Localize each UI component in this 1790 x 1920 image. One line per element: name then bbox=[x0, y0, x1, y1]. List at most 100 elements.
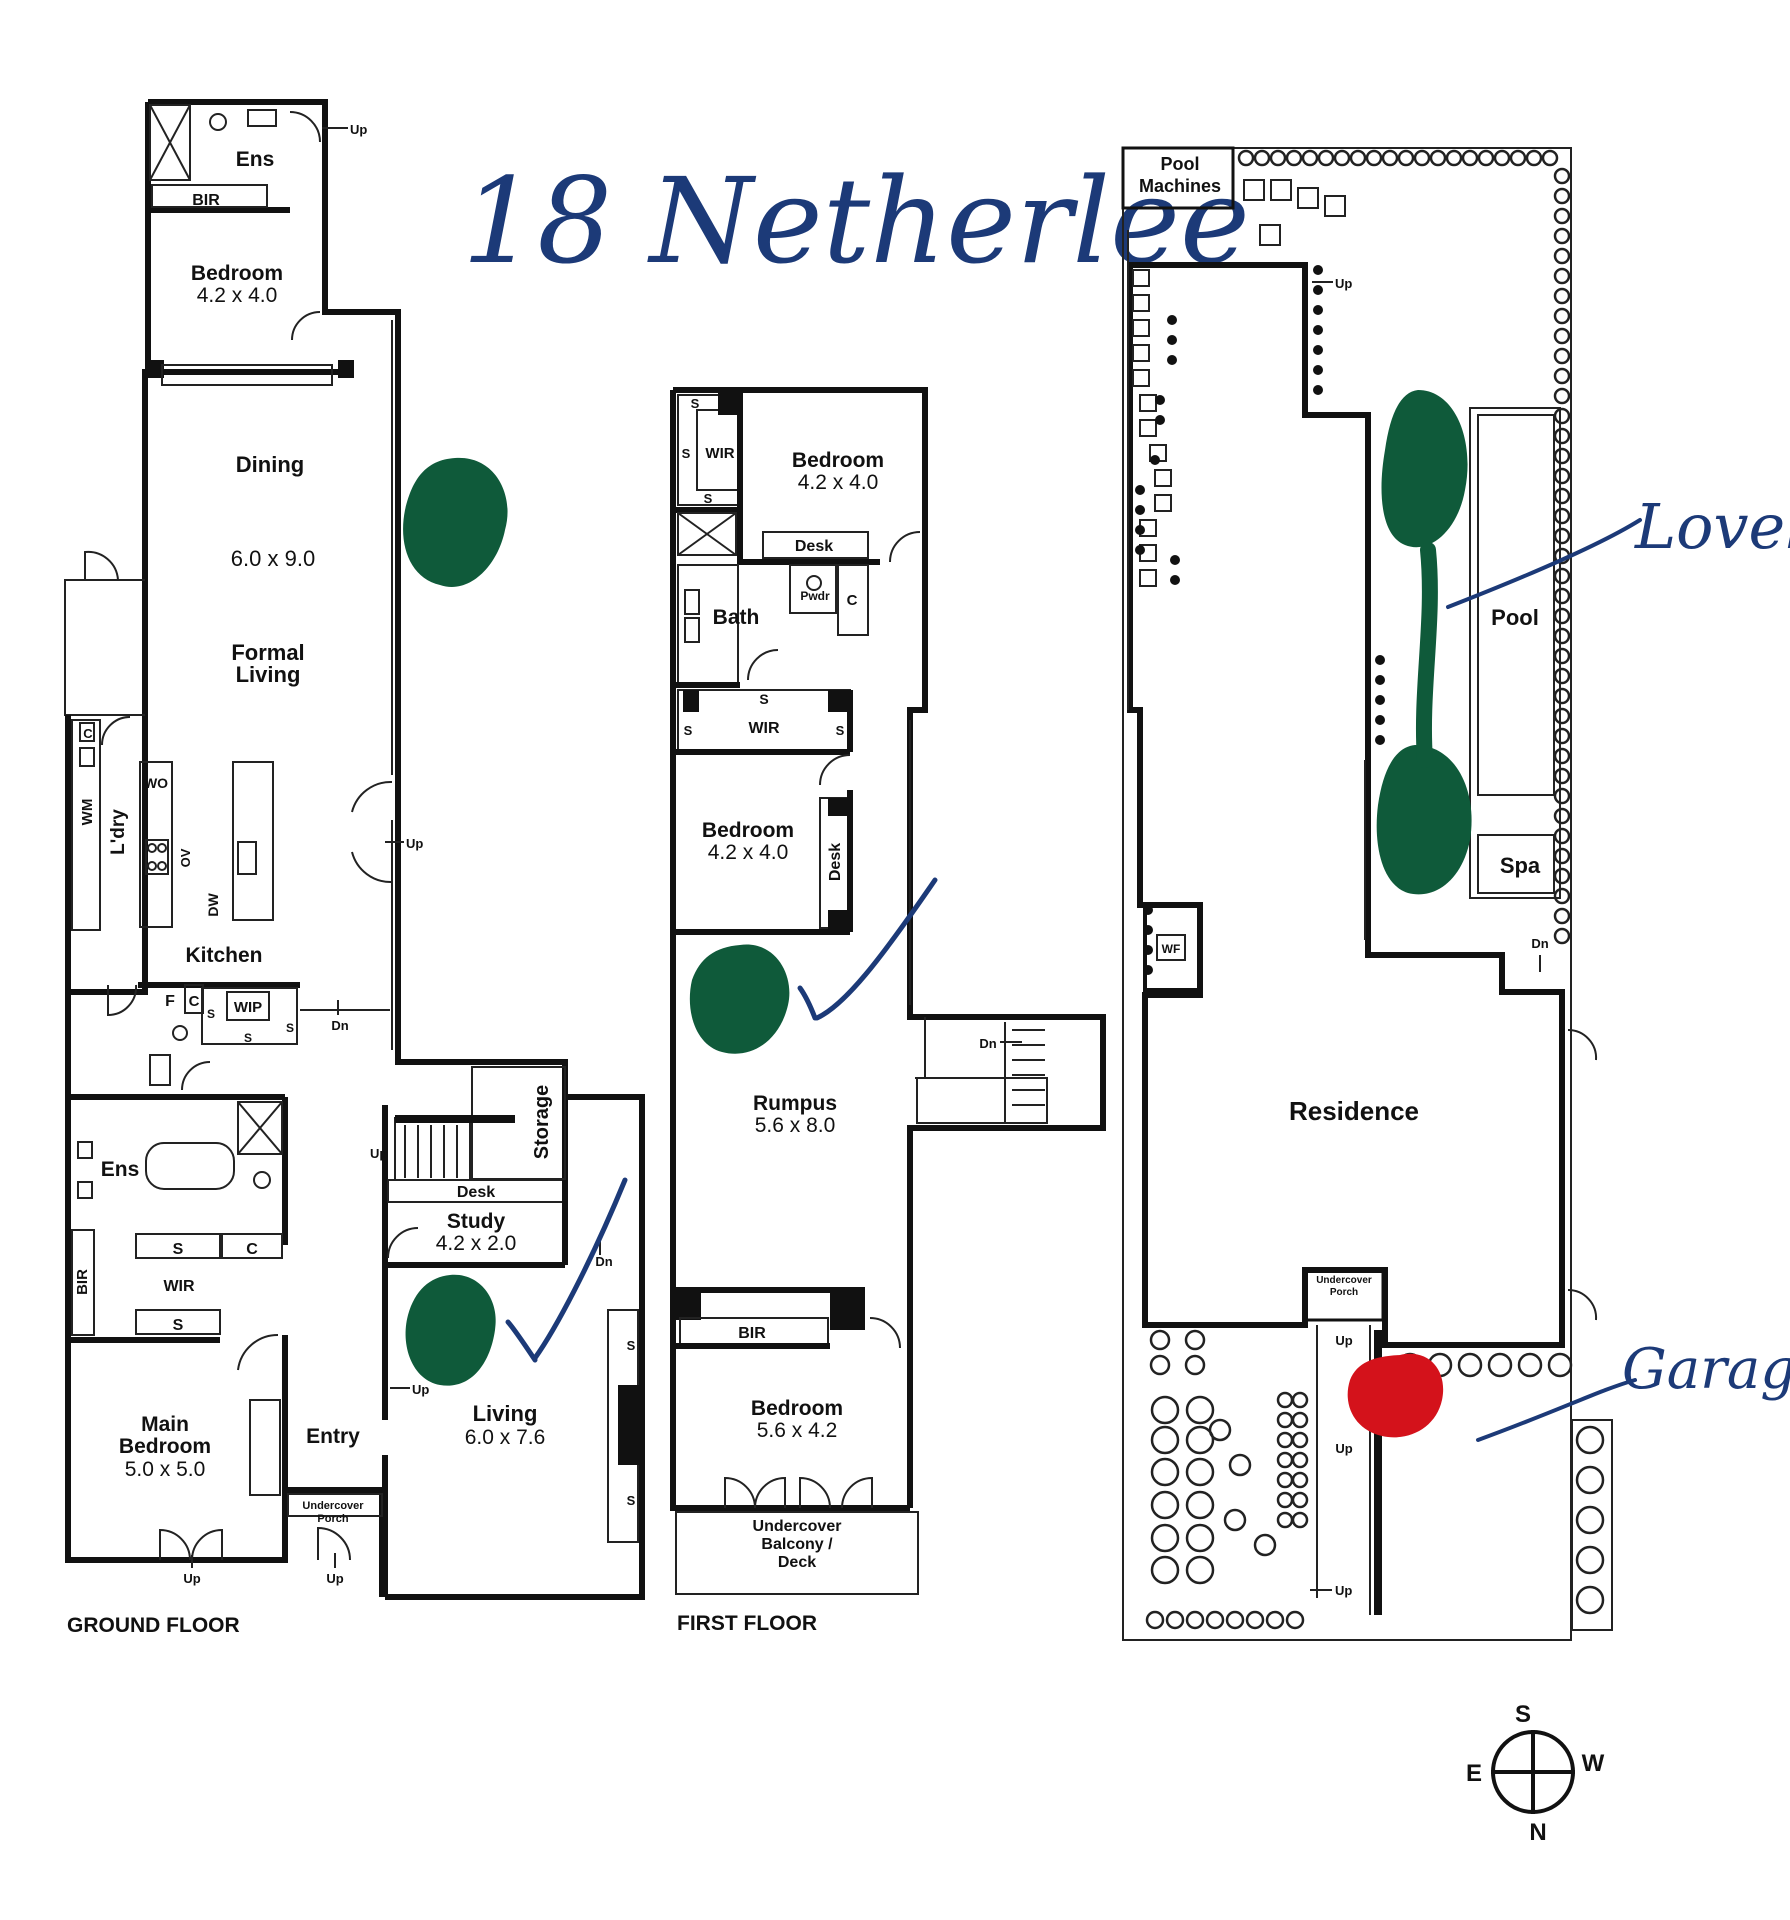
dishwasher-label: DW bbox=[205, 893, 221, 917]
up-main-label: Up bbox=[183, 1571, 200, 1586]
bath-label: Bath bbox=[713, 606, 760, 629]
bir-main-label: BIR bbox=[74, 1269, 91, 1295]
compass-e: E bbox=[1466, 1760, 1482, 1787]
main-shelf-1: S bbox=[173, 1241, 184, 1258]
bedroom2-dim: 4.2 x 4.0 bbox=[708, 841, 789, 864]
green-marker-dot-2 bbox=[689, 944, 790, 1054]
wir1-label: WIR bbox=[705, 445, 734, 462]
ground-floor-plan: Ens BIR Bedroom 4.2 x 4.0 Up Dining 6.0 … bbox=[64, 99, 645, 1637]
wir2-label: WIR bbox=[748, 720, 780, 737]
main-bedroom-label-2: Bedroom bbox=[119, 1435, 211, 1458]
first-floor-title: FIRST FLOOR bbox=[677, 1612, 817, 1635]
bedroom1-dim: 4.2 x 4.0 bbox=[798, 471, 879, 494]
pantry-shelf-b: S bbox=[244, 1031, 252, 1045]
compass: S E W N bbox=[1466, 1701, 1605, 1846]
compass-n: N bbox=[1529, 1819, 1546, 1846]
up-stair-label: Up bbox=[370, 1146, 387, 1161]
site-porch-label-2: Porch bbox=[1330, 1287, 1358, 1298]
marker-annotations: Lovel Garage bbox=[403, 390, 1790, 1442]
main-shelf-2: S bbox=[173, 1317, 184, 1334]
pool-label: Pool bbox=[1491, 605, 1539, 630]
entry-label: Entry bbox=[306, 1425, 360, 1448]
first-shelf-5: S bbox=[684, 723, 693, 738]
dn-first-label: Dn bbox=[979, 1036, 996, 1051]
bir-top-label: BIR bbox=[192, 192, 220, 209]
formal-living-label-1: Formal bbox=[231, 640, 304, 665]
oven-label: OV bbox=[178, 848, 193, 867]
compass-w: W bbox=[1582, 1750, 1605, 1777]
green-tree-marker-bottom bbox=[1376, 745, 1472, 895]
red-marker-dot bbox=[1347, 1353, 1444, 1438]
dn-living-label: Dn bbox=[595, 1254, 612, 1269]
kitchen-cupboard-label: C bbox=[189, 993, 200, 1010]
rumpus-dim: 5.6 x 8.0 bbox=[755, 1114, 836, 1137]
first-shelf-3: S bbox=[704, 491, 713, 506]
porch-ground-label-1: Undercover bbox=[302, 1500, 364, 1512]
dn-ground-label: Dn bbox=[331, 1018, 348, 1033]
spa-label: Spa bbox=[1500, 853, 1541, 878]
hedge-left bbox=[1135, 265, 1385, 975]
formal-living-label-2: Living bbox=[236, 662, 301, 687]
up-living-label: Up bbox=[412, 1382, 429, 1397]
desk2-label: Desk bbox=[827, 843, 844, 881]
ensuite-top-label: Ens bbox=[236, 148, 275, 171]
main-bedroom-label-1: Main bbox=[141, 1413, 189, 1436]
checkmark-ground-floor bbox=[532, 1177, 628, 1361]
first-shelf-1: S bbox=[691, 396, 700, 411]
study-label: Study bbox=[447, 1210, 506, 1233]
handwritten-title: 18 Netherlee bbox=[462, 152, 1250, 290]
laundry-label: L'dry bbox=[108, 809, 129, 855]
bir-first-label: BIR bbox=[738, 1325, 766, 1342]
wf-label: WF bbox=[1162, 942, 1181, 956]
first-cupboard-label: C bbox=[847, 592, 858, 609]
laundry-cupboard-label: C bbox=[83, 726, 93, 741]
bedroom1-label: Bedroom bbox=[792, 449, 884, 472]
wall-oven-label: WO bbox=[144, 775, 168, 791]
porch-ground-label-2: Porch bbox=[317, 1513, 348, 1525]
wir-main-label: WIR bbox=[163, 1278, 195, 1295]
bedroom3-label: Bedroom bbox=[751, 1397, 843, 1420]
pool-machines-label-1: Pool bbox=[1161, 154, 1200, 174]
rumpus-label: Rumpus bbox=[753, 1092, 837, 1115]
living-shelf-2: S bbox=[627, 1493, 636, 1508]
pantry-shelf-c: S bbox=[286, 1021, 294, 1035]
first-shelf-2: S bbox=[682, 446, 691, 461]
handwritten-pool-note: Lovel bbox=[1634, 490, 1790, 563]
first-shelf-6: S bbox=[836, 723, 845, 738]
handwritten-garage-note: Garage bbox=[1622, 1337, 1790, 1402]
balcony-label-2: Balcony / bbox=[761, 1536, 833, 1553]
ground-floor-title: GROUND FLOOR bbox=[67, 1614, 240, 1637]
kitchen-label: Kitchen bbox=[185, 944, 262, 967]
bedroom-top-label: Bedroom bbox=[191, 262, 283, 285]
pool-note-leader bbox=[1446, 518, 1642, 609]
site-up4-label: Up bbox=[1335, 1441, 1352, 1456]
pwdr-label: Pwdr bbox=[800, 589, 830, 603]
first-shelf-4: S bbox=[759, 691, 768, 707]
up-porch-label: Up bbox=[326, 1571, 343, 1586]
green-tree-marker-top bbox=[1381, 390, 1468, 548]
living-dim: 6.0 x 7.6 bbox=[465, 1426, 546, 1449]
desk-ground-label: Desk bbox=[457, 1184, 495, 1201]
storage-label: Storage bbox=[531, 1085, 553, 1159]
green-marker-dot-3 bbox=[405, 1274, 496, 1386]
main-bedroom-dim: 5.0 x 5.0 bbox=[125, 1458, 206, 1481]
first-floor-plan: Dn S S S WIR Bedroom 4.2 x 4.0 Desk Pwdr… bbox=[670, 387, 1106, 1635]
site-porch-label-1: Undercover bbox=[1316, 1275, 1372, 1286]
balcony-label-3: Deck bbox=[778, 1554, 816, 1571]
compass-s: S bbox=[1515, 1701, 1531, 1728]
front-garden-shrubs bbox=[1145, 1329, 1605, 1630]
main-cupboard-label: C bbox=[246, 1241, 258, 1258]
dining-label: Dining bbox=[236, 452, 304, 477]
site-up1-label: Up bbox=[1335, 276, 1352, 291]
fridge-label: F bbox=[165, 993, 175, 1010]
dining-dim: 6.0 x 9.0 bbox=[231, 546, 315, 571]
bedroom-top-dim: 4.2 x 4.0 bbox=[197, 284, 278, 307]
ensuite-main-label: Ens bbox=[101, 1158, 140, 1181]
site-plan: Pool Machines bbox=[1121, 146, 1613, 1641]
bedroom2-label: Bedroom bbox=[702, 819, 794, 842]
site-up3-label: Up bbox=[1335, 1333, 1352, 1348]
desk1-label: Desk bbox=[795, 538, 833, 555]
garage-note-leader bbox=[1476, 1378, 1637, 1442]
site-dn-label: Dn bbox=[1531, 936, 1548, 951]
